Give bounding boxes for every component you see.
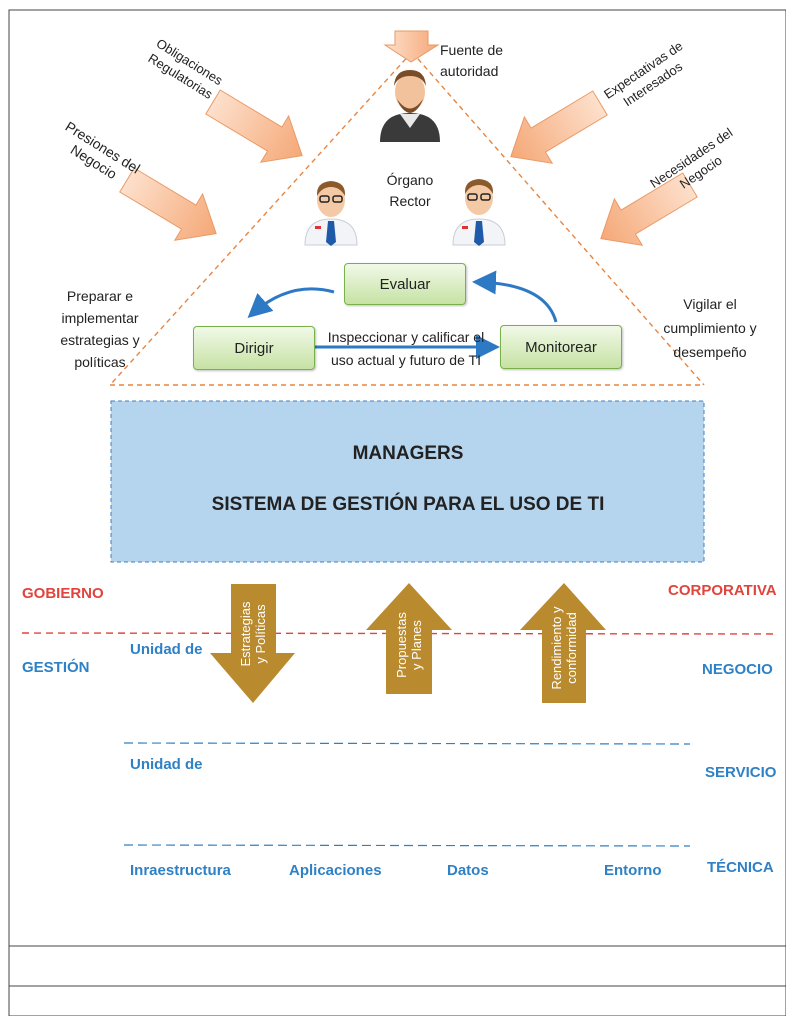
governing-body-person-icon (380, 70, 440, 142)
unidad-negocio-label: Unidad de (130, 641, 203, 658)
fuente-autoridad-label: Fuente de autoridad (440, 40, 503, 82)
vigilar-line-3: desempeño (673, 344, 747, 360)
presiones-arrow-icon (119, 167, 217, 241)
estrategias-down-arrow (210, 584, 295, 703)
entorno-label: Entorno (604, 862, 662, 879)
rendimiento-line-1: Rendimiento y (549, 606, 564, 690)
managers-title: MANAGERS (352, 443, 464, 464)
governance-triangle (109, 51, 705, 386)
monitorear-box: Monitorear (500, 325, 622, 369)
rendimiento-line-2: conformidad (564, 612, 579, 684)
page-frame (8, 9, 786, 1016)
unidad-servicio-label: Unidad de (130, 756, 203, 773)
vigilar-label: Vigilar el cumplimiento y desempeño (650, 292, 770, 364)
rendimiento-label: Rendimiento y conformidad (549, 588, 579, 708)
corporativa-label: CORPORATIVA (668, 582, 777, 599)
vigilar-line-1: Vigilar el (683, 296, 737, 312)
gestion-label: GESTIÓN (22, 659, 90, 676)
organo-rector-label: Órgano Rector (360, 170, 460, 212)
monitorear-label: Monitorear (525, 338, 597, 356)
estrategias-line-1: Estrategias (238, 601, 253, 667)
preparar-line-4: políticas (74, 354, 126, 370)
negocio-label: NEGOCIO (702, 661, 773, 678)
evaluar-to-dirigir-arrow (247, 287, 335, 318)
inspeccionar-line-1: Inspeccionar y calificar el (327, 329, 485, 345)
preparar-label: Preparar e implementar estrategias y pol… (40, 285, 160, 373)
estrategias-line-2: y Políticas (253, 604, 268, 664)
fuente-line-1: Fuente de (440, 42, 504, 58)
vigilar-line-2: cumplimiento y (663, 320, 757, 336)
fuente-line-2: autoridad (440, 63, 499, 79)
board-member-right-icon (452, 179, 506, 246)
evaluar-box: Evaluar (344, 263, 466, 305)
aplicaciones-label: Aplicaciones (289, 862, 382, 879)
propuestas-line-2: y Planes (409, 620, 424, 670)
gestion-servicio-divider (123, 742, 691, 745)
preparar-line-2: implementar (61, 310, 139, 326)
evaluar-label: Evaluar (379, 275, 431, 293)
obligaciones-arrow-icon (205, 89, 303, 163)
organo-line-1: Órgano (386, 172, 434, 188)
managers-subtitle: SISTEMA DE GESTIÓN PARA EL USO DE TI (211, 494, 605, 515)
dirigir-label: Dirigir (234, 339, 274, 357)
expectativas-arrow-icon (510, 90, 608, 164)
necesidades-arrow-icon (600, 172, 698, 246)
propuestas-up-arrow (366, 583, 452, 694)
tecnica-label: TÉCNICA (707, 859, 774, 876)
monitorear-to-evaluar-arrow (472, 270, 558, 323)
datos-label: Datos (447, 862, 489, 879)
authority-arrow-icon (383, 30, 440, 63)
inspeccionar-line-2: uso actual y futuro de TI (331, 352, 481, 368)
infraestructura-label: Inraestructura (130, 862, 231, 879)
managers-box (110, 400, 705, 563)
estrategias-label: Estrategias y Políticas (238, 574, 268, 694)
preparar-line-3: estrategias y (60, 332, 140, 348)
servicio-tecnica-divider (123, 844, 691, 847)
gobierno-label: GOBIERNO (22, 585, 104, 602)
inspeccionar-label: Inspeccionar y calificar el uso actual y… (312, 326, 500, 372)
preparar-line-1: Preparar e (66, 288, 134, 304)
propuestas-line-1: Propuestas (394, 612, 409, 678)
rendimiento-up-arrow (520, 583, 606, 703)
dirigir-box: Dirigir (193, 326, 315, 370)
propuestas-label: Propuestas y Planes (394, 585, 424, 705)
board-member-left-icon (304, 181, 358, 246)
servicio-label: SERVICIO (705, 764, 777, 781)
organo-line-2: Rector (389, 193, 431, 209)
